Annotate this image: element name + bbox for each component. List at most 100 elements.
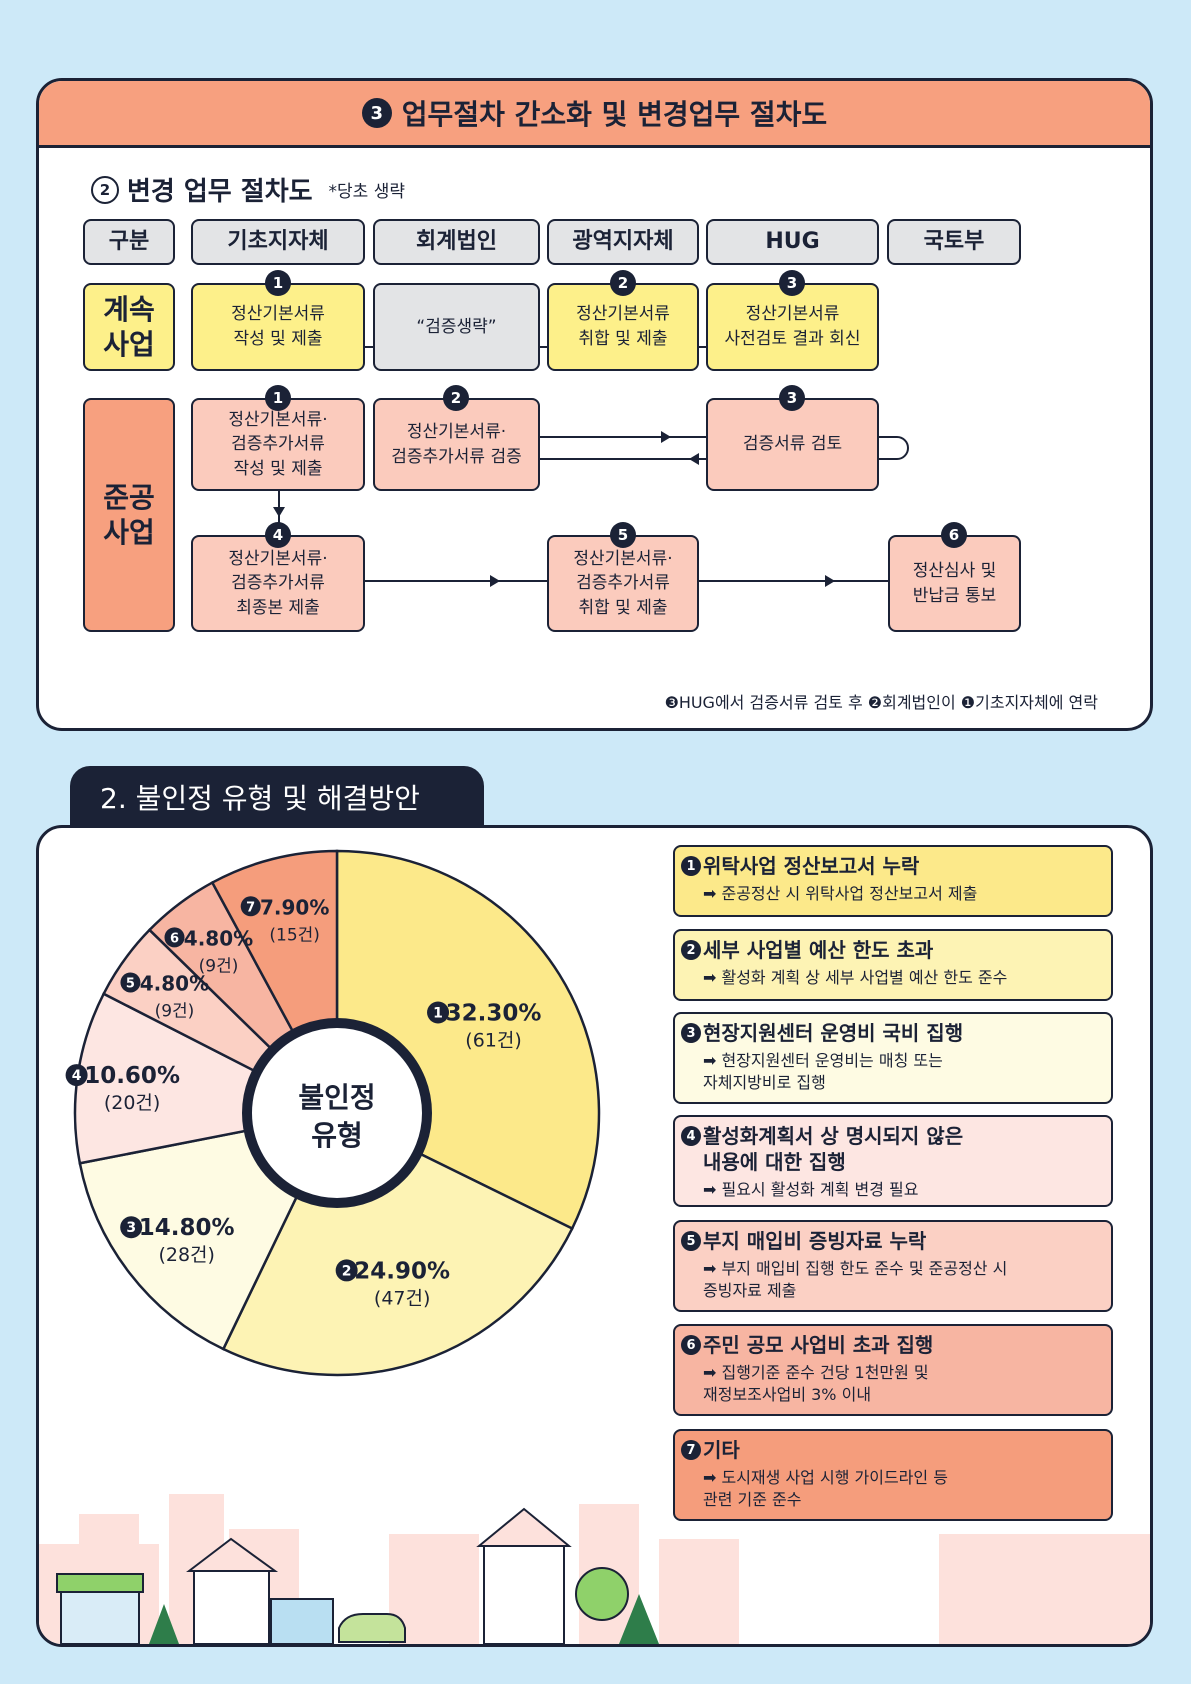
pie-number-text: 3 xyxy=(126,1220,136,1236)
section-number: 3 xyxy=(361,98,392,128)
subtitle-note: *당초 생략 xyxy=(328,182,406,202)
step-number: 3 xyxy=(779,270,805,296)
arrow-left-icon xyxy=(689,453,699,465)
pie-percent-label: 10.60% xyxy=(84,1063,180,1089)
shop-building xyxy=(60,1588,140,1644)
pie-number-badge xyxy=(164,927,185,948)
pie-count-label: (20건) xyxy=(104,1092,160,1114)
pie-percent-label: 4.80% xyxy=(140,971,209,995)
step-number: 2 xyxy=(443,385,469,411)
item-number-badge: 6 xyxy=(681,1335,701,1355)
item-number-badge: 7 xyxy=(681,1440,701,1460)
tall-house-building xyxy=(483,1543,565,1644)
step-box: 정산기본서류 작성 및 제출 xyxy=(191,283,365,371)
pie-percent-label: 7.90% xyxy=(260,895,329,919)
arrow-right-icon xyxy=(490,575,500,587)
tree-icon xyxy=(575,1567,629,1621)
pie-percent-label: 24.90% xyxy=(354,1258,450,1284)
pie-number-text: 4 xyxy=(72,1068,82,1084)
step-box: 정산심사 및 반납금 통보 xyxy=(888,535,1021,632)
pie-count-label: (28건) xyxy=(158,1244,214,1266)
car-icon xyxy=(338,1613,406,1643)
arrow-right-icon xyxy=(661,431,671,443)
step-number: 3 xyxy=(779,385,805,411)
pie-number-text: 1 xyxy=(433,1005,443,1021)
item-number-badge: 2 xyxy=(681,940,701,960)
step-box: 정산기본서류 취합 및 제출 xyxy=(547,283,699,371)
step-box: 정산기본서류 사전검토 결과 회신 xyxy=(706,283,879,371)
section-header: 3 업무절차 간소화 및 변경업무 절차도 xyxy=(39,81,1150,148)
pie-percent-label: 4.80% xyxy=(184,926,253,950)
pie-number-badge xyxy=(65,1064,88,1087)
header-hug: HUG xyxy=(706,219,879,265)
item-description: ➡ 준공정산 시 위탁사업 정산보고서 제출 xyxy=(703,884,978,903)
pie-count-label: (15건) xyxy=(269,925,320,945)
pie-number-badge xyxy=(120,1216,143,1239)
item-description: ➡ 필요시 활성화 계획 변경 필요 xyxy=(703,1180,919,1199)
step-number: 5 xyxy=(610,522,636,548)
pie-chart: 불인정 유형 32.30% (61건) 1 24.90% (47건) 2 14.80% (28… xyxy=(65,849,601,1377)
item-title: 현장지원센터 운영비 국비 집행 xyxy=(703,1021,964,1045)
section-title: 업무절차 간소화 및 변경업무 절차도 xyxy=(401,98,828,131)
section-tab: 2. 불인정 유형 및 해결방안 xyxy=(70,766,484,828)
pie-percent-label: 14.80% xyxy=(139,1215,235,1241)
step-number: 2 xyxy=(610,270,636,296)
step-box: 정산기본서류· 검증추가서류 최종본 제출 xyxy=(191,535,365,632)
item-title: 부지 매입비 증빙자료 누락 xyxy=(703,1229,927,1253)
row-label-completed: 준공 사업 xyxy=(83,398,175,632)
pie-center-label: 유형 xyxy=(311,1119,363,1152)
item-number-badge: 3 xyxy=(681,1023,701,1043)
header-category: 구분 xyxy=(83,219,175,265)
row-label-ongoing: 계속 사업 xyxy=(83,283,175,371)
step-box: 검증서류 검토 xyxy=(706,398,879,491)
arrow-right-icon xyxy=(825,575,835,587)
pie-count-label: (9건) xyxy=(199,956,239,976)
item-number-badge: 5 xyxy=(681,1231,701,1251)
item-number-badge: 1 xyxy=(681,856,701,876)
pie-count-label: (9건) xyxy=(155,1001,195,1021)
header-ministry: 국토부 xyxy=(887,219,1021,265)
item-title: 주민 공모 사업비 초과 집행 xyxy=(703,1333,934,1357)
subtitle-text: 변경 업무 절차도 xyxy=(127,177,313,207)
city-illustration xyxy=(39,1494,1150,1644)
footnote: ❸HUG에서 검증서류 검토 후 ❷회계법인이 ❶기초지자체에 연락 xyxy=(664,693,1098,712)
pie-percent-label: 32.30% xyxy=(446,1000,542,1026)
step-box: 정산기본서류· 검증추가서류 취합 및 제출 xyxy=(547,535,699,632)
item-title: 기타 xyxy=(703,1438,740,1462)
step-number: 1 xyxy=(265,385,291,411)
pie-count-label: (61건) xyxy=(465,1029,521,1051)
item-title: 위탁사업 정산보고서 누락 xyxy=(703,854,920,878)
process-card: 3 업무절차 간소화 및 변경업무 절차도 2 변경 업무 절차도 *당초 생략… xyxy=(36,78,1153,731)
header-regional-gov: 광역지자체 xyxy=(547,219,699,265)
pie-count-label: (47건) xyxy=(374,1287,430,1309)
diagram-subtitle: 2 변경 업무 절차도 *당초 생략 xyxy=(91,171,405,208)
pie-number-badge xyxy=(335,1259,358,1282)
pie-number-badge xyxy=(240,896,261,917)
item-description: ➡ 활성화 계획 상 세부 사업별 예산 한도 준수 xyxy=(703,968,1008,987)
pie-center-label: 불인정 xyxy=(298,1081,375,1114)
header-accounting-firm: 회계법인 xyxy=(373,219,540,265)
item-title: 활성화계획서 상 명시되지 않은 내용에 대한 집행 xyxy=(703,1124,964,1174)
header-local-gov: 기초지자체 xyxy=(191,219,365,265)
pie-number-text: 7 xyxy=(246,900,255,915)
subtitle-number: 2 xyxy=(91,175,119,204)
step-number: 1 xyxy=(265,270,291,296)
step-number: 6 xyxy=(941,522,967,548)
item-description: ➡ 부지 매입비 집행 한도 준수 및 준공정산 시 증빙자료 제출 xyxy=(703,1259,1008,1300)
item-description: ➡ 집행기준 준수 건당 1천만원 및 재정보조사업비 3% 이내 xyxy=(703,1363,929,1404)
item-title: 세부 사업별 예산 한도 초과 xyxy=(703,938,934,962)
house-building xyxy=(193,1568,270,1644)
loop-connector xyxy=(877,436,909,460)
pie-number-badge xyxy=(427,1001,450,1024)
pie-number-text: 6 xyxy=(170,931,179,946)
pie-number-text: 2 xyxy=(342,1263,352,1279)
item-description: ➡ 현장지원센터 운영비는 매칭 또는 자체지방비로 집행 xyxy=(703,1051,943,1092)
